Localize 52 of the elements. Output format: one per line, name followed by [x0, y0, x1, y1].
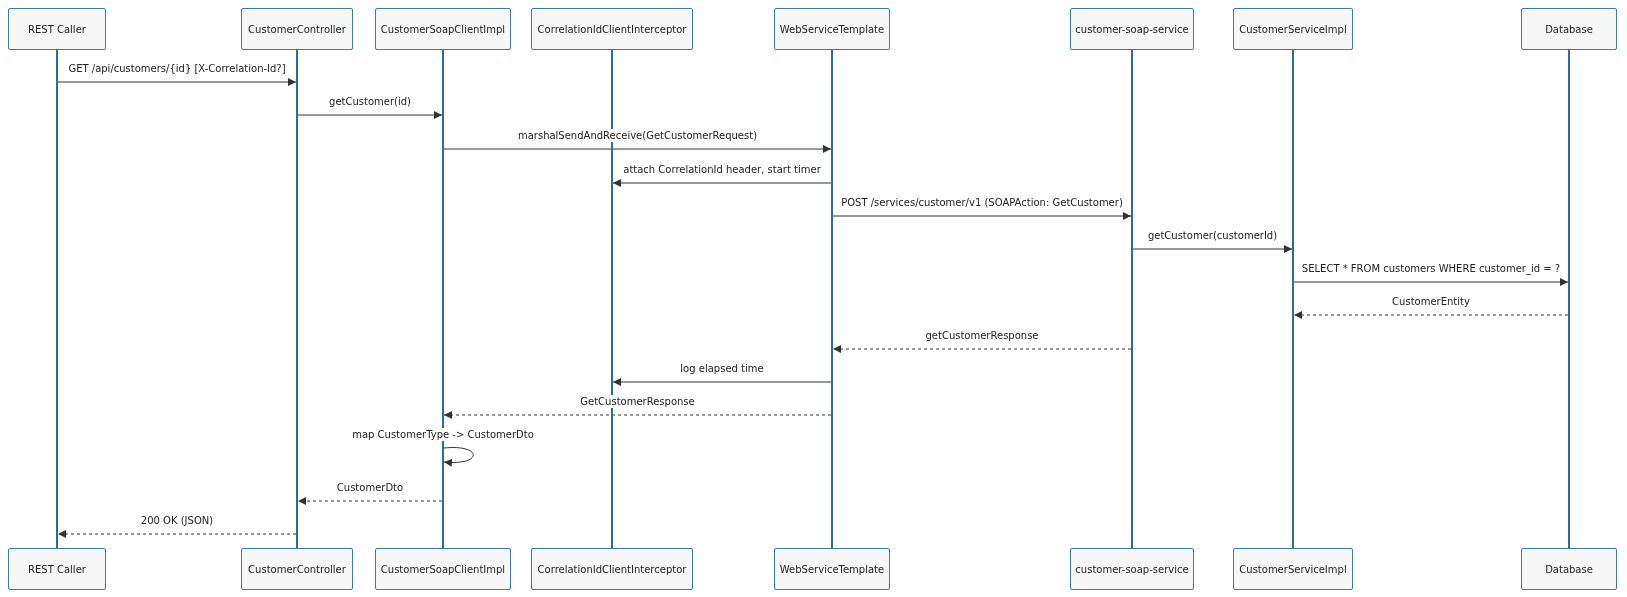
- participant-box: REST Caller: [8, 548, 106, 590]
- message-arrow: [612, 378, 832, 386]
- message-arrow: [1132, 245, 1293, 253]
- participant-box: WebServiceTemplate: [774, 548, 890, 590]
- participant-box: REST Caller: [8, 8, 106, 50]
- participant-box: CustomerServiceImpl: [1233, 548, 1353, 590]
- message-arrow: [832, 212, 1132, 220]
- edge-label: CustomerEntity: [1390, 295, 1472, 308]
- participant-box: customer-soap-service: [1070, 8, 1194, 50]
- lifeline: [442, 50, 444, 548]
- edge-label: log elapsed time: [678, 362, 766, 375]
- edge-label: GET /api/customers/{id} [X-Correlation-Id?]: [66, 62, 288, 75]
- edge-label: getCustomer(id): [327, 95, 413, 108]
- participant-box: CustomerServiceImpl: [1233, 8, 1353, 50]
- edge-label: SELECT * FROM customers WHERE customer_id = ?: [1299, 262, 1563, 275]
- participant-box: Database: [1521, 8, 1617, 50]
- edge-label: marshalSendAndReceive(GetCustomerRequest): [515, 129, 760, 142]
- message-arrow: [832, 345, 1132, 353]
- edge-label: getCustomerResponse: [923, 329, 1041, 342]
- edge-label: GetCustomerResponse: [578, 395, 697, 408]
- edge-label: getCustomer(customerId): [1145, 229, 1280, 242]
- participant-box: CustomerController: [241, 548, 353, 590]
- message-arrow: [57, 78, 297, 86]
- participant-box: CustomerSoapClientImpl: [375, 8, 511, 50]
- edge-label: CustomerDto: [334, 481, 406, 494]
- lifeline: [296, 50, 298, 548]
- edge-label: 200 OK (JSON): [138, 514, 216, 527]
- message-arrow: [57, 530, 297, 538]
- message-arrow: [1293, 278, 1569, 286]
- participant-box: WebServiceTemplate: [774, 8, 890, 50]
- message-arrow: [443, 411, 832, 419]
- message-arrow: [612, 179, 832, 187]
- lifeline: [1568, 50, 1570, 548]
- self-message-arrow: [443, 447, 474, 467]
- participant-box: Database: [1521, 548, 1617, 590]
- participant-box: CorrelationIdClientInterceptor: [531, 8, 693, 50]
- participant-box: CustomerController: [241, 8, 353, 50]
- participant-box: CustomerSoapClientImpl: [375, 548, 511, 590]
- participant-box: CorrelationIdClientInterceptor: [531, 548, 693, 590]
- edge-label: attach CorrelationId header, start timer: [621, 163, 823, 176]
- lifeline: [1292, 50, 1294, 548]
- edge-label: POST /services/customer/v1 (SOAPAction: GetCustomer): [839, 196, 1125, 209]
- edge-label: map CustomerType -> CustomerDto: [350, 428, 536, 441]
- lifeline: [831, 50, 833, 548]
- lifeline: [56, 50, 58, 548]
- message-arrow: [443, 145, 832, 153]
- message-arrow: [1293, 311, 1569, 319]
- lifeline: [611, 50, 613, 548]
- message-arrow: [297, 497, 443, 505]
- participant-box: customer-soap-service: [1070, 548, 1194, 590]
- lifeline: [1131, 50, 1133, 548]
- message-arrow: [297, 111, 443, 119]
